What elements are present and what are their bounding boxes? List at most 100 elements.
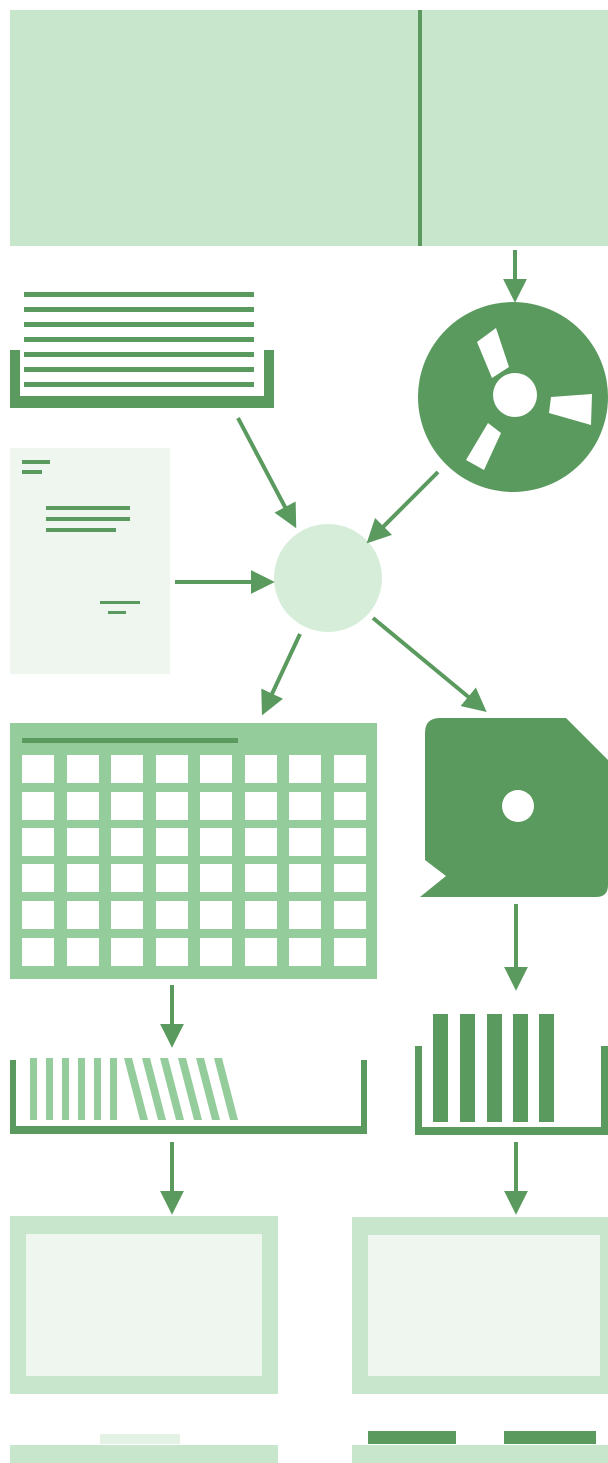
card bbox=[487, 1014, 502, 1122]
card bbox=[433, 1014, 448, 1122]
grid-cell bbox=[156, 901, 188, 929]
card-line bbox=[24, 367, 254, 372]
keyboard-key-right bbox=[368, 1431, 456, 1444]
grid-cell bbox=[111, 828, 143, 856]
floppy-hole bbox=[502, 790, 534, 822]
magnetic-tape-reel-icon bbox=[418, 302, 608, 492]
arrow-hub-to-floppy bbox=[371, 616, 487, 713]
grid-cell bbox=[334, 864, 366, 892]
grid-cell bbox=[245, 828, 277, 856]
top-panel-right bbox=[422, 10, 608, 246]
grid-cell bbox=[245, 792, 277, 820]
card bbox=[142, 1058, 166, 1120]
grid-cell bbox=[67, 755, 99, 783]
grid-frame bbox=[10, 723, 377, 979]
grid-cell bbox=[289, 938, 321, 966]
grid-cell bbox=[200, 901, 232, 929]
arrow-reel-to-hub bbox=[366, 470, 440, 544]
grid-cell bbox=[289, 755, 321, 783]
document-line bbox=[46, 517, 130, 521]
monitor-screen-left bbox=[26, 1234, 262, 1376]
reel-window bbox=[549, 394, 592, 425]
card bbox=[62, 1058, 69, 1120]
angled-tray bbox=[10, 1060, 367, 1134]
monitor-screen-icon bbox=[10, 1216, 278, 1394]
handwritten-document-icon bbox=[10, 448, 170, 674]
grid-cell bbox=[289, 864, 321, 892]
grid-cell bbox=[200, 828, 232, 856]
keyboard-bar-icon bbox=[10, 1434, 278, 1463]
grid-cell bbox=[22, 901, 54, 929]
arrow-hub-to-grid bbox=[261, 633, 302, 716]
grid-cell bbox=[67, 864, 99, 892]
card bbox=[214, 1058, 238, 1120]
grid-cell bbox=[156, 864, 188, 892]
punched-card-stack-icon bbox=[10, 292, 274, 408]
reel-window bbox=[477, 328, 509, 378]
arrow-cards-to-hub bbox=[236, 417, 297, 529]
top-panel-left bbox=[10, 10, 420, 246]
card bbox=[30, 1058, 37, 1120]
grid-cell bbox=[111, 901, 143, 929]
grid-cell bbox=[245, 938, 277, 966]
grid-cell bbox=[67, 828, 99, 856]
card-tray bbox=[10, 350, 274, 408]
grid-cell bbox=[200, 864, 232, 892]
grid-cell bbox=[245, 864, 277, 892]
grid-cell bbox=[334, 828, 366, 856]
keyboard-bar-icon bbox=[352, 1431, 608, 1463]
grid-cell bbox=[156, 938, 188, 966]
grid-cell bbox=[111, 755, 143, 783]
grid-cell bbox=[156, 828, 188, 856]
reel-window bbox=[466, 423, 501, 470]
keyboard-bar-left bbox=[10, 1445, 278, 1463]
document-line bbox=[22, 470, 42, 474]
document-line bbox=[108, 611, 126, 614]
grid-cell bbox=[67, 792, 99, 820]
monitor-screen-icon bbox=[352, 1217, 608, 1394]
grid-cell bbox=[22, 828, 54, 856]
card-line bbox=[24, 382, 254, 387]
document-line bbox=[46, 506, 130, 510]
grid-cell bbox=[200, 938, 232, 966]
grid-cell bbox=[200, 755, 232, 783]
card-line bbox=[24, 337, 254, 342]
flow-arrows bbox=[160, 250, 528, 1215]
card bbox=[78, 1058, 85, 1120]
top-panel-divider bbox=[418, 10, 422, 246]
card bbox=[110, 1058, 117, 1120]
grid-cell bbox=[111, 792, 143, 820]
card bbox=[94, 1058, 101, 1120]
grid-cell bbox=[289, 901, 321, 929]
card bbox=[178, 1058, 202, 1120]
grid-cell bbox=[334, 938, 366, 966]
grid-header-line bbox=[22, 738, 238, 743]
card-line bbox=[24, 322, 254, 327]
keyboard-bar-right bbox=[352, 1445, 608, 1463]
upright-card-tray-icon bbox=[415, 1014, 608, 1135]
grid-cell bbox=[289, 792, 321, 820]
card bbox=[160, 1058, 184, 1120]
grid-cell bbox=[22, 864, 54, 892]
card-line bbox=[24, 292, 254, 297]
grid-cells bbox=[22, 755, 366, 966]
document-line bbox=[100, 601, 140, 604]
grid-cell bbox=[334, 901, 366, 929]
upright-cards bbox=[433, 1014, 554, 1122]
angled-cards bbox=[30, 1058, 238, 1120]
grid-cell bbox=[245, 755, 277, 783]
grid-cell bbox=[334, 755, 366, 783]
central-processor-circle bbox=[274, 524, 382, 632]
document-line bbox=[46, 528, 116, 532]
angled-card-tray-icon bbox=[10, 1058, 367, 1134]
floppy-disk-icon bbox=[420, 718, 608, 897]
card bbox=[513, 1014, 528, 1122]
card bbox=[539, 1014, 554, 1122]
grid-cell bbox=[22, 938, 54, 966]
keyboard-key-left bbox=[100, 1434, 180, 1444]
grid-cell bbox=[334, 792, 366, 820]
grid-cell bbox=[200, 792, 232, 820]
grid-cell bbox=[22, 755, 54, 783]
card bbox=[196, 1058, 220, 1120]
